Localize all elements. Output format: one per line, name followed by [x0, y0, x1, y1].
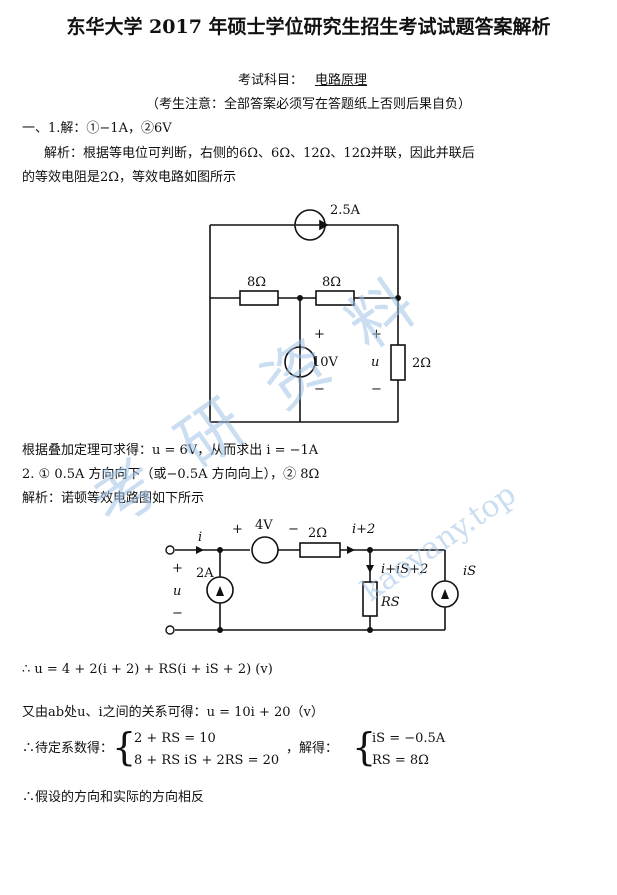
coefficient-label: ∴待定系数得：	[22, 741, 114, 756]
subject-label: 考试科目：	[237, 73, 303, 88]
q1-heading: 一、1.解：①−1A，②6V	[22, 121, 172, 136]
system1-line2: 8 + RS iS + 2RS = 20	[134, 753, 280, 768]
label-i-plus-2: i+2	[352, 522, 375, 537]
label-branch-current: i+iS+2	[381, 562, 428, 577]
label-plus-u: +	[371, 327, 382, 342]
label-r-left: 8Ω	[247, 275, 266, 290]
label-r-mid: 8Ω	[322, 275, 341, 290]
label-plus-4v: +	[232, 522, 243, 537]
label-10V: 10V	[312, 355, 339, 370]
label-2.5A: 2.5A	[330, 203, 361, 218]
label-2ohm: 2Ω	[412, 356, 431, 371]
final-note: ∴假设的方向和实际的方向相反	[22, 790, 205, 805]
label-is: iS	[463, 564, 476, 579]
subject-name: 电路原理	[315, 73, 368, 88]
resistor-2ohm-q2	[299, 542, 341, 558]
label-i: i	[198, 530, 202, 545]
q1-analysis-line1: 解析：根据等电位可判断，右侧的6Ω、6Ω、12Ω、12Ω并联，因此并联后	[44, 146, 475, 161]
subject-line: 考试科目： 电路原理	[0, 73, 617, 89]
system2-line2: RS = 8Ω	[372, 753, 429, 768]
label-2A: 2A	[196, 566, 214, 581]
circuit-diagram-2: i + 4V − 2Ω i+2 + u − 2A i+iS+2 RS iS	[165, 518, 476, 635]
resistor-2ohm	[390, 344, 406, 381]
q2-analysis: 解析：诺顿等效电路图如下所示	[22, 491, 205, 506]
circuit-diagram-1: 2.5A 8Ω 8Ω 10V + − + u − 2Ω	[209, 203, 431, 423]
terminal-a	[165, 545, 175, 555]
label-2ohm-q2: 2Ω	[308, 526, 327, 541]
label-minus-4v: −	[288, 522, 299, 537]
q1-conclusion: 根据叠加定理可求得：u = 6V，从而求出 i = −1A	[22, 443, 319, 458]
system2-line1: iS = −0.5A	[372, 731, 446, 746]
page-title: 东华大学 2017 年硕士学位研究生招生考试试题答案解析	[66, 16, 551, 38]
brace-left-1: {	[112, 725, 137, 769]
label-u: u	[371, 355, 379, 370]
voltage-source-4V	[251, 536, 279, 564]
exam-notice: （考生注意：全部答案必须写在答题纸上否则后果自负）	[145, 97, 471, 112]
solve-label: ，解得：	[286, 741, 339, 756]
system1-line1: 2 + RS = 10	[134, 731, 216, 746]
label-4V: 4V	[255, 518, 273, 533]
equation-2: 又由ab处u、i之间的关系可得：u = 10i + 20（v）	[22, 705, 324, 720]
brace-left-2: {	[352, 725, 377, 769]
label-plus-u: +	[172, 561, 183, 576]
terminal-b	[165, 625, 175, 635]
label-plus-v: +	[314, 327, 325, 342]
label-minus-u: −	[371, 382, 382, 397]
equation-1: ∴ u = 4 + 2(i + 2) + RS(i + iS + 2) (v)	[22, 662, 273, 677]
q2-heading: 2. ① 0.5A 方向向下（或−0.5A 方向向上），② 8Ω	[22, 467, 320, 482]
label-minus-v: −	[314, 382, 325, 397]
label-minus-u: −	[172, 606, 183, 621]
label-rs: RS	[380, 595, 400, 610]
label-u-q2: u	[173, 584, 181, 599]
q1-analysis-line2: 的等效电阻是2Ω，等效电路如图所示	[22, 170, 237, 185]
resistor-8ohm-left	[239, 290, 279, 306]
